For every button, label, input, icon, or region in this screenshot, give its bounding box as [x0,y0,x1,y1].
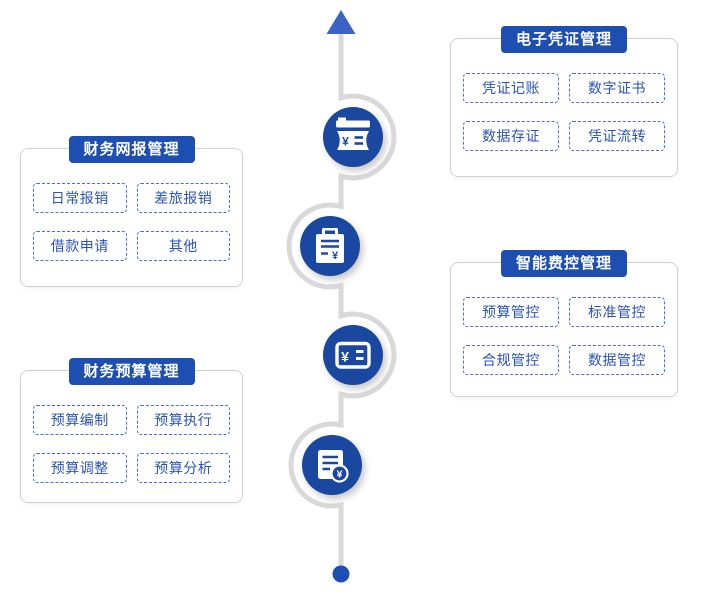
timeline-node-4: ¥ [302,435,362,495]
svg-text:¥: ¥ [341,349,349,365]
tag-grid: 预算编制 预算执行 预算调整 预算分析 [21,371,242,483]
panel-title: 电子凭证管理 [500,26,628,53]
tag-grid: 凭证记账 数字证书 数据存证 凭证流转 [451,39,677,151]
tag-item: 标准管控 [569,297,665,327]
panel-finance-web-report: 财务网报管理 日常报销 差旅报销 借款申请 其他 [20,136,243,287]
tag-item: 凭证记账 [463,73,559,103]
document-coin-yuan-icon: ¥ [318,450,349,483]
timeline-line [286,29,397,569]
timeline-node-3: ¥ [323,325,383,385]
banknote-yuan-icon: ¥ [335,341,371,369]
up-arrow-icon [326,10,356,34]
end-dot [332,565,350,583]
panel-e-voucher: 电子凭证管理 凭证记账 数字证书 数据存证 凭证流转 [450,26,678,177]
tag-item: 日常报销 [33,183,127,213]
tag-item: 借款申请 [33,231,127,261]
svg-text:¥: ¥ [337,469,343,481]
tag-item: 数据管控 [569,345,665,375]
panel-smart-expense-control: 智能费控管理 预算管控 标准管控 合规管控 数据管控 [450,250,678,397]
panel-title: 财务预算管理 [68,358,195,385]
tag-item: 凭证流转 [569,121,665,151]
timeline-node-1: ¥ [323,107,383,167]
tag-item: 其他 [136,231,230,261]
tag-item: 预算调整 [33,453,127,483]
clipboard-yuan-icon: ¥ [316,228,344,263]
svg-text:¥: ¥ [332,250,339,262]
panel-finance-budget: 财务预算管理 预算编制 预算执行 预算调整 预算分析 [20,358,243,503]
tag-item: 合规管控 [463,345,559,375]
tag-item: 预算分析 [136,453,230,483]
tag-item: 差旅报销 [136,183,230,213]
tag-grid: 日常报销 差旅报销 借款申请 其他 [21,149,242,261]
svg-text:¥: ¥ [342,135,349,149]
tag-grid: 预算管控 标准管控 合规管控 数据管控 [451,263,677,375]
tag-item: 数据存证 [463,121,559,151]
panel-title: 智能费控管理 [500,250,628,277]
tag-item: 预算管控 [463,297,559,327]
tag-item: 预算执行 [136,405,230,435]
tag-item: 预算编制 [33,405,127,435]
panel-title: 财务网报管理 [68,136,195,163]
invoice-printer-yuan-icon: ¥ [336,117,370,150]
tag-item: 数字证书 [569,73,665,103]
timeline-node-2: ¥ [300,216,360,276]
